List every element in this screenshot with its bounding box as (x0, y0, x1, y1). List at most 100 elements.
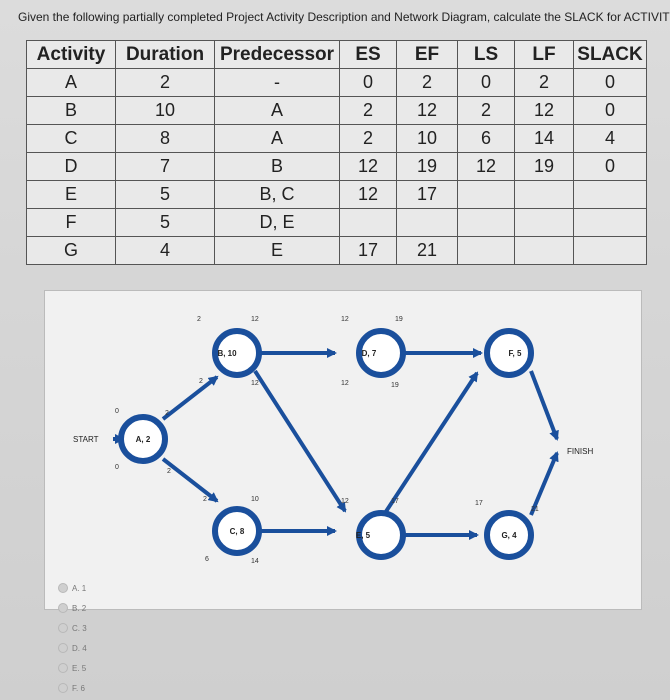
question-text: Given the following partially completed … (18, 10, 670, 24)
table-row: G 4 E 17 21 (26, 236, 647, 265)
cell-ef (396, 208, 458, 237)
cell-ls: 2 (457, 96, 515, 125)
radio-button[interactable] (58, 623, 68, 633)
cell-predecessor: A (214, 96, 340, 125)
cell-lf: 2 (514, 68, 574, 97)
cell-es: 12 (339, 152, 397, 181)
node-b-ls: 2 (199, 378, 203, 385)
cell-ls: 6 (457, 124, 515, 153)
option-value: 5 (81, 663, 87, 673)
radio-button[interactable] (58, 663, 68, 673)
radio-button[interactable] (58, 683, 68, 693)
finish-label: FINISH (567, 447, 593, 456)
node-a-es: 0 (115, 408, 119, 415)
header-activity: Activity (26, 40, 116, 69)
cell-ls (457, 208, 515, 237)
network-diagram-svg: A, 2 B, 10 C, 8 D, 7 E, 5 F, 5 G, 4 STAR… (73, 316, 593, 565)
header-slack: SLACK (573, 40, 647, 69)
cell-ef: 17 (396, 180, 458, 209)
node-a-ls: 0 (115, 464, 119, 471)
cell-predecessor: E (214, 236, 340, 265)
cell-predecessor: B, C (214, 180, 340, 209)
arrow-a-b (161, 375, 219, 421)
radio-button[interactable] (58, 643, 68, 653)
header-lf: LF (514, 40, 574, 69)
cell-ls: 12 (457, 152, 515, 181)
option-letter: B. (72, 603, 80, 613)
cell-slack (573, 180, 647, 209)
cell-activity: G (26, 236, 116, 265)
cell-activity: B (26, 96, 116, 125)
cell-lf (514, 180, 574, 209)
arrow-f-finish (529, 370, 559, 441)
network-diagram: A, 2 B, 10 C, 8 D, 7 E, 5 F, 5 G, 4 STAR… (44, 290, 642, 610)
activity-table: Activity Duration Predecessor ES EF LS L… (26, 40, 647, 265)
cell-predecessor: D, E (214, 208, 340, 237)
node-d (356, 328, 406, 378)
option-d[interactable]: D. 4 (58, 638, 87, 658)
header-duration: Duration (115, 40, 215, 69)
cell-activity: D (26, 152, 116, 181)
node-b (212, 328, 262, 378)
cell-slack: 0 (573, 68, 647, 97)
cell-duration: 8 (115, 124, 215, 153)
header-ef: EF (396, 40, 458, 69)
start-label: START (73, 435, 99, 444)
cell-duration: 2 (115, 68, 215, 97)
cell-duration: 7 (115, 152, 215, 181)
radio-button[interactable] (58, 583, 68, 593)
cell-activity: C (26, 124, 116, 153)
node-d-lf: 19 (391, 382, 399, 389)
cell-ef: 2 (396, 68, 458, 97)
cell-es (339, 208, 397, 237)
node-c-lf: 14 (251, 558, 259, 565)
cell-lf: 14 (514, 124, 574, 153)
option-letter: E. (72, 663, 80, 673)
node-e-ef: 17 (391, 498, 399, 505)
option-a[interactable]: A. 1 (58, 578, 87, 598)
table-row: D 7 B 12 19 12 19 0 (26, 152, 647, 181)
node-f-label: F, 5 (509, 349, 522, 358)
node-g-ef: 21 (531, 506, 539, 513)
cell-activity: F (26, 208, 116, 237)
cell-ls: 0 (457, 68, 515, 97)
cell-ef: 19 (396, 152, 458, 181)
header-es: ES (339, 40, 397, 69)
option-b[interactable]: B. 2 (58, 598, 87, 618)
node-g-es: 17 (475, 500, 483, 507)
cell-activity: E (26, 180, 116, 209)
cell-lf (514, 236, 574, 265)
cell-es: 12 (339, 180, 397, 209)
arrow-e-f (383, 371, 479, 515)
node-b-lf: 12 (251, 380, 259, 387)
option-f[interactable]: F. 6 (58, 678, 87, 698)
node-c-ls: 6 (205, 556, 209, 563)
table-row: F 5 D, E (26, 208, 647, 237)
cell-slack (573, 236, 647, 265)
cell-es: 2 (339, 96, 397, 125)
cell-ef: 12 (396, 96, 458, 125)
cell-lf: 19 (514, 152, 574, 181)
radio-button[interactable] (58, 603, 68, 613)
option-value: 6 (80, 683, 85, 693)
option-e[interactable]: E. 5 (58, 658, 87, 678)
option-c[interactable]: C. 3 (58, 618, 87, 638)
node-c-es: 2 (203, 496, 207, 503)
table-row: A 2 - 0 2 0 2 0 (26, 68, 647, 97)
header-ls: LS (457, 40, 515, 69)
cell-ls (457, 236, 515, 265)
cell-es: 0 (339, 68, 397, 97)
node-c-label: C, 8 (230, 527, 245, 536)
cell-lf: 12 (514, 96, 574, 125)
table-header-row: Activity Duration Predecessor ES EF LS L… (26, 40, 647, 69)
cell-es: 2 (339, 124, 397, 153)
option-letter: F. (72, 683, 79, 693)
cell-duration: 10 (115, 96, 215, 125)
cell-predecessor: A (214, 124, 340, 153)
cell-lf (514, 208, 574, 237)
node-e (356, 510, 406, 560)
node-a-lf: 2 (167, 468, 171, 475)
cell-ef: 21 (396, 236, 458, 265)
cell-es: 17 (339, 236, 397, 265)
cell-duration: 5 (115, 180, 215, 209)
